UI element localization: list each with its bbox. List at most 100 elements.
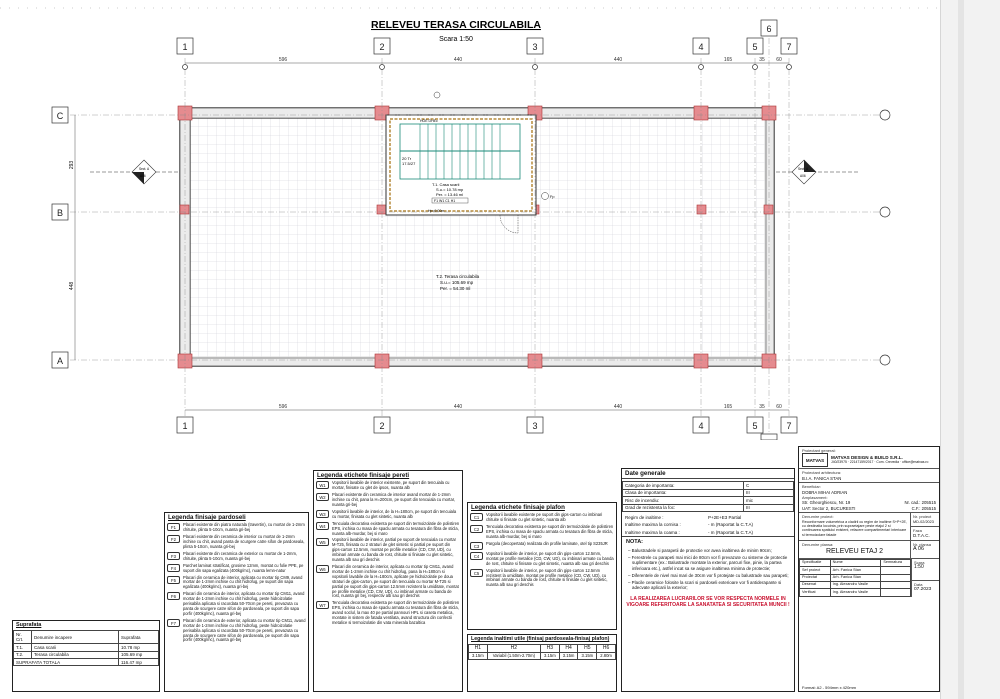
project-name-label: Denumire proiect: (802, 514, 834, 520)
note-item: – Diferentele de nivel mai mari de 30cm … (628, 572, 789, 578)
floor-finish-code: F2 (167, 535, 180, 544)
floor-finish-text: Placari din ceramica de interior, aplica… (183, 591, 305, 616)
general-cell: III (743, 488, 794, 498)
signature-cell (880, 580, 911, 590)
roles-cell: Arh. Fanica Stan (829, 566, 882, 575)
section-label-left: Sect. A (139, 167, 150, 171)
wall-finish-code: W5 (316, 538, 329, 547)
wall-finish-text: Vopsitorii lavabile de interior, partial… (332, 537, 457, 563)
roles-cell: Desenat (799, 580, 831, 590)
general-cell: mic (743, 496, 794, 505)
table-row: Risc de incendiu:mic (622, 496, 794, 505)
axis-top-7: 7 (786, 42, 791, 52)
wall-finish-code: W1 (316, 481, 329, 490)
regime-label: Regim de inaltime : (625, 515, 664, 521)
general-data: Date generale Categoria de importanta:C … (621, 468, 795, 692)
wall-finish-code: W2 (316, 493, 329, 502)
roles-cell: Sef proiect (799, 566, 831, 575)
note-item: – Balustradele si parapetii de protectie… (628, 547, 772, 553)
viewer-scrollbar[interactable] (958, 0, 964, 699)
areas-table: Suprafata Nr. Crt. Denumire incapere Sup… (12, 620, 160, 692)
sheet-name-label: Denumire plansa: (802, 541, 834, 547)
room-t2-name: T.2. Terasa circulabila (436, 274, 480, 279)
project-no-label: Nr. proiect (913, 514, 932, 520)
legend-heights-title: Legenda inaltimi utile (finisaj pardosea… (471, 636, 610, 642)
floor-finish-code: F7 (167, 618, 180, 627)
signature-cell (880, 588, 911, 597)
dim-bottom-3: 440 (614, 404, 623, 410)
logo-text: MATVAS (805, 457, 825, 463)
areas-cell: T.2. (13, 650, 32, 660)
stair-house: HOE DHEc 20 Tr 17.5/27 T.1. Casa scarii … (385, 91, 554, 234)
height-code: H4 (558, 644, 579, 653)
floor-finish-code: F5 (167, 575, 180, 584)
general-cell: III (743, 503, 794, 513)
ceiling-finish-code: C3 (470, 541, 483, 550)
section-label-right: Sect. A (798, 167, 809, 171)
table-row: Categoria de importanta:C (622, 481, 794, 490)
project-name: Reconformare volumetrica a cladirii cu r… (802, 519, 907, 537)
height-code: H2 (486, 644, 542, 653)
dim-top-5: 35 (759, 57, 765, 63)
project-no: MD-02/2023 (913, 519, 934, 524)
areas-cell: Casa scarii (31, 643, 119, 652)
areas-total-label: SUPRAFATA TOTALA (13, 658, 119, 667)
height-value: 3.15m (540, 651, 560, 661)
notes-title: NOTA: (626, 539, 644, 546)
roles-cell: Ing. Alexandru Vasile (829, 588, 882, 597)
safety-warning: LA REALIZAREA LUCRARILOR SE VOR RESPECTA… (626, 595, 790, 608)
roles-cell: Proiectat (799, 573, 831, 582)
matvas-logo: MATVAS (802, 453, 828, 468)
axis-bottom-3: 3 (532, 421, 537, 431)
cad-value: 205515 (921, 500, 936, 506)
roles-header: Specificatie (799, 558, 831, 568)
roles-cell: Verificat (799, 588, 831, 597)
floor-finish-code: F3 (167, 551, 180, 560)
table-row-total: SUPRAFATA TOTALA 116.47 mp (13, 658, 159, 667)
location-uat: UAT: Sector 2, BUCURESTI (802, 505, 856, 511)
ceiling-finish-text: Tencuiala decorativa existenta pe suport… (486, 524, 614, 540)
dim-bottom-1: 596 (279, 404, 288, 410)
axis-top-4: 4 (698, 42, 703, 52)
scale-value: 1:50 (914, 564, 924, 571)
date-value: 07.2023 (914, 587, 932, 593)
location-label: Amplasament: (802, 495, 828, 501)
general-title: Date generale (622, 469, 794, 480)
axis-bottom-7: 7 (786, 421, 791, 431)
stair-fp: Fp (550, 195, 554, 199)
axis-markers-top (176, 19, 798, 55)
date-label: Data (914, 581, 923, 587)
wall-finish-text: Tencuiala decorativa existenta pe suport… (332, 520, 460, 536)
wall-finish-code: W4 (316, 521, 329, 530)
height-code: H3 (540, 644, 560, 653)
viewer-right-margin (940, 0, 1000, 699)
table-row: T.1. Casa scarii 10.78 mp (13, 643, 159, 652)
ceiling-finish-text: Vopsitorii lavabile existente pe suport … (486, 512, 603, 523)
room-t1-name: T.1. Casa scarii (432, 182, 459, 187)
table-row: Clasa de importanta:III (622, 488, 794, 498)
room-t2-area: S.u.= 105.69 mp (440, 280, 474, 285)
dim-top-6: 60 (776, 57, 782, 63)
axis-top-1: 1 (182, 42, 187, 52)
general-grid: Categoria de importanta:C Clasa de impor… (622, 481, 794, 513)
floor-finish-code: F6 (167, 592, 180, 601)
ceiling-finish-text: Pargola (decopertata) realizata din prof… (486, 540, 608, 546)
room-t1-area: S.u.= 10.78 mp (436, 187, 464, 192)
ceiling-finish-code: C5 (470, 568, 483, 577)
dim-bottom-5: 35 (759, 404, 765, 410)
floor-finish-code: F4 (167, 563, 180, 572)
axis-markers-rows (51, 106, 69, 369)
wall-finish-text: Vopsitorii lavabile de interior, de la H… (332, 508, 457, 519)
general-cell: Risc de incendiu: (622, 496, 744, 505)
